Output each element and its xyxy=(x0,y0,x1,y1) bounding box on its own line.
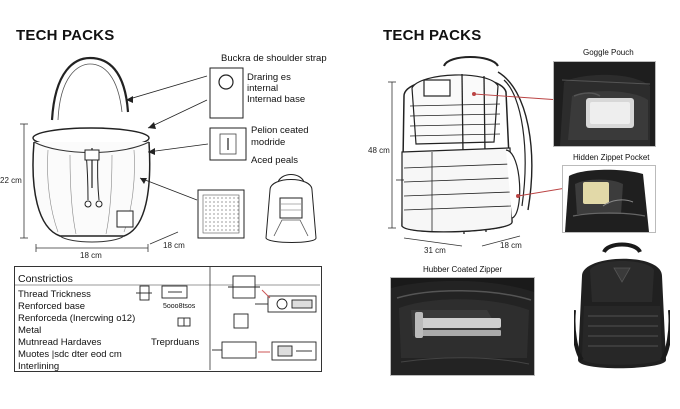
table-row: Mutnread Hardaves xyxy=(18,337,102,348)
table-row: Thread Trickness xyxy=(18,289,91,300)
goggle-pouch-illustration xyxy=(554,62,655,146)
caption-goggle-pouch: Goggle Pouch xyxy=(583,48,634,57)
table-row: Interlining xyxy=(18,361,60,372)
dim-bag-width: 18 cm xyxy=(80,251,102,260)
callout-shoulder-strap: Buckra de shoulder strap xyxy=(221,53,327,64)
caption-hubber-zipper: Hubber Coated Zipper xyxy=(423,265,503,274)
dim-backpack-depth: 18 cm xyxy=(500,241,522,250)
dim-backpack-width: 31 cm xyxy=(424,246,446,255)
backpack-sketch xyxy=(396,56,533,235)
callout-aced-peals: Aced peals xyxy=(251,155,299,166)
bag-strap xyxy=(50,56,130,121)
callout-pelion-line2: modride xyxy=(251,137,286,148)
dim-bag-depth: 18 cm xyxy=(163,241,185,250)
hidden-pocket-illustration xyxy=(563,166,655,232)
table-row: Renforced base xyxy=(18,301,86,312)
table-note-trap: Treprduans xyxy=(151,337,200,348)
black-backpack-illustration xyxy=(574,242,670,369)
photo-hubber-zipper xyxy=(390,277,535,376)
callout-internal-line2: internal xyxy=(247,83,279,94)
table-note-code: 5ooo8tsos xyxy=(163,303,196,310)
table-row: Muotes |sdc dter eod cm xyxy=(18,349,122,360)
caption-hidden-pocket: Hidden Zippet Pocket xyxy=(573,153,650,162)
photo-goggle-pouch xyxy=(553,61,656,147)
table-row: Renforceda (Inercwing o12) xyxy=(18,313,136,324)
callout-internal-line1: Draring es xyxy=(247,72,291,83)
table-row: Metal xyxy=(18,325,42,336)
mini-backpack-sketch xyxy=(265,174,317,243)
dim-backpack-height: 48 cm xyxy=(368,146,390,155)
callout-internal-line3: Internad base xyxy=(247,94,306,105)
table-header: Constrictios xyxy=(18,273,73,285)
callout-pelion-line1: Pelion ceated xyxy=(251,125,309,136)
dim-bag-height: 22 cm xyxy=(0,176,22,185)
left-title: TECH PACKS xyxy=(16,27,115,44)
right-title: TECH PACKS xyxy=(383,27,482,44)
table-icons xyxy=(136,275,317,361)
photo-black-backpack xyxy=(574,240,670,374)
photo-hidden-pocket xyxy=(562,165,656,233)
construction-table: Constrictios Thread Trickness Renforced … xyxy=(14,266,322,372)
hubber-zipper-illustration xyxy=(391,278,534,375)
